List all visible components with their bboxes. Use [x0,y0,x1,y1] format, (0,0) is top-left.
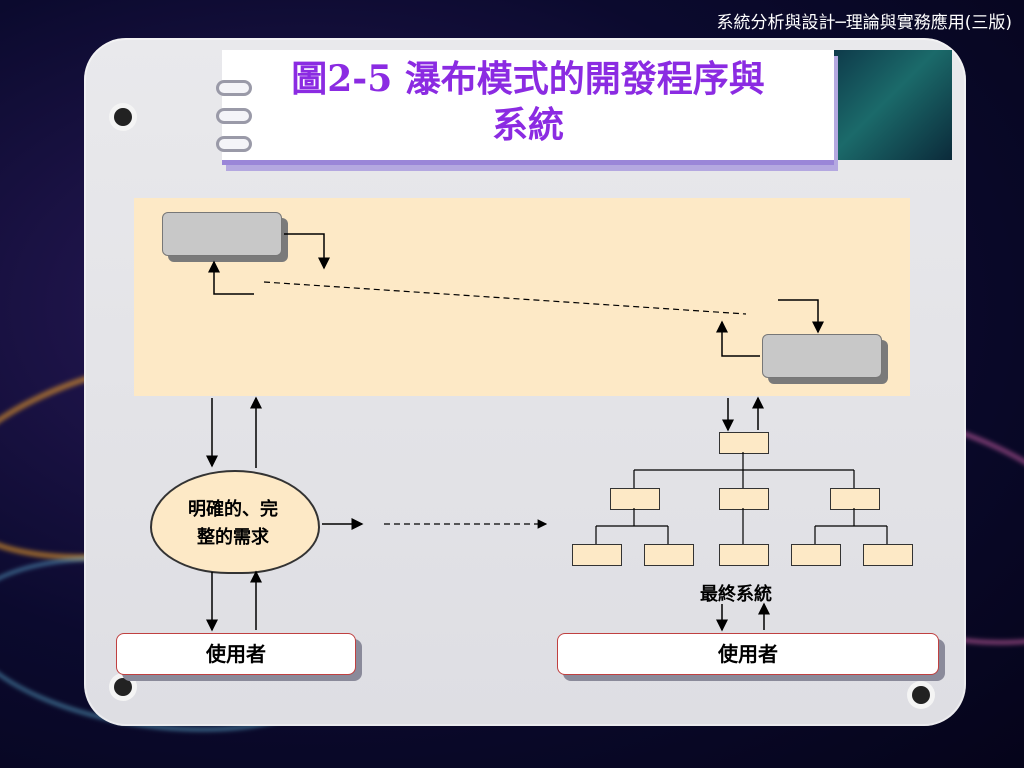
hierarchy-node [791,544,841,566]
title-line-2: 系統 [491,104,564,146]
hierarchy-node [719,488,769,510]
user-box-left: 使用者 [116,633,356,675]
flow-arrow [208,260,254,295]
slide-title: 圖2-5 瀑布模式的開發程序與 系統 [222,56,834,148]
title-card: 圖2-5 瀑布模式的開發程序與 系統 [222,50,834,165]
hierarchy-node [644,544,694,566]
dashed-line [263,281,747,315]
flow-arrow [284,233,330,270]
decorative-photo [834,50,952,160]
panel-hole [912,686,930,704]
header-text: 系統分析與設計─理論與實務應用(三版) [716,13,1013,33]
final-system-label: 最終系統 [700,584,772,605]
requirements-text: 明確的、完 整的需求 [150,496,316,552]
hierarchy-node [863,544,913,566]
waterfall-stage-box [162,212,282,256]
hierarchy-node [719,432,769,454]
requirements-line-1: 明確的、完 [188,499,278,520]
binder-ring [216,108,252,124]
title-line-1: 圖2-5 瀑布模式的開發程序與 [291,58,765,100]
hierarchy-node [610,488,660,510]
binder-ring [216,80,252,96]
binder-ring [216,136,252,152]
user-box-right: 使用者 [557,633,939,675]
requirements-cloud [150,470,320,574]
panel-hole [114,678,132,696]
flow-arrow [716,320,760,357]
hierarchy-node [719,544,769,566]
waterfall-stage-box [762,334,882,378]
flow-arrow [778,299,824,334]
panel-hole [114,108,132,126]
hierarchy-node [830,488,880,510]
hierarchy-node [572,544,622,566]
requirements-line-2: 整的需求 [197,527,269,548]
